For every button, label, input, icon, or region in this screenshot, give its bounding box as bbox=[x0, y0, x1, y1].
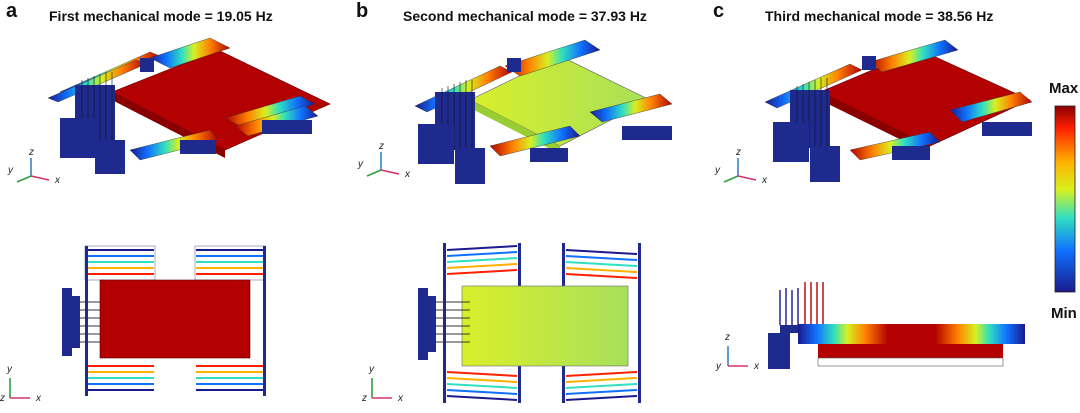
panel-c-sideview-y-label: y bbox=[715, 361, 722, 372]
panel-a-3d-model bbox=[47, 37, 331, 174]
panel-b-3d-model bbox=[414, 39, 673, 184]
panel-c-side-view bbox=[768, 282, 1025, 369]
panel-b-topview-x-label: x bbox=[397, 393, 404, 404]
panel-a-y-label: y bbox=[7, 165, 14, 176]
panel-a-title: First mechanical mode = 19.05 Hz bbox=[49, 8, 273, 24]
panel-b-topview-axis-triad: y x z bbox=[361, 364, 404, 404]
panel-b-axis-triad: z x y bbox=[357, 141, 411, 180]
panel-a-axis-triad: z x y bbox=[7, 147, 61, 186]
panel-b-title: Second mechanical mode = 37.93 Hz bbox=[403, 8, 647, 24]
panel-c-3d-model bbox=[764, 39, 1033, 182]
panel-c-x-label: x bbox=[761, 175, 768, 186]
panel-a-topview-y-label: y bbox=[6, 364, 13, 375]
panel-a-topview-x-label: x bbox=[35, 393, 42, 404]
panel-c-letter: c bbox=[713, 0, 725, 22]
panel-c-y-label: y bbox=[714, 165, 721, 176]
panel-c-sideview-z-label: z bbox=[724, 332, 730, 343]
colorbar-max-label: Max bbox=[1049, 80, 1079, 97]
panel-a-top-view bbox=[62, 245, 266, 396]
panel-a-topview-axis-triad: y x z bbox=[0, 364, 42, 404]
panel-c-z-label: z bbox=[735, 147, 741, 158]
panel-a-x-label: x bbox=[54, 175, 61, 186]
colorbar-min-label: Min bbox=[1051, 305, 1077, 322]
panel-b-z-label: z bbox=[378, 141, 384, 152]
panel-b-letter: b bbox=[356, 0, 369, 22]
panel-b-top-view bbox=[418, 243, 641, 403]
panel-c-axis-triad: z x y bbox=[714, 147, 768, 186]
colorbar bbox=[1054, 105, 1076, 293]
panel-a-z-label: z bbox=[28, 147, 34, 158]
panel-b-topview-y-label: y bbox=[368, 364, 375, 375]
panel-a-topview-z-label: z bbox=[0, 393, 5, 404]
panel-b-topview-z-label: z bbox=[361, 393, 367, 404]
panel-b-x-label: x bbox=[404, 169, 411, 180]
panel-b-y-label: y bbox=[357, 159, 364, 170]
panel-a-letter: a bbox=[6, 0, 18, 22]
panel-c-sideview-x-label: x bbox=[753, 361, 760, 372]
panel-c-title: Third mechanical mode = 38.56 Hz bbox=[765, 8, 994, 24]
panel-c-sideview-axis-triad: z x y bbox=[715, 332, 760, 372]
